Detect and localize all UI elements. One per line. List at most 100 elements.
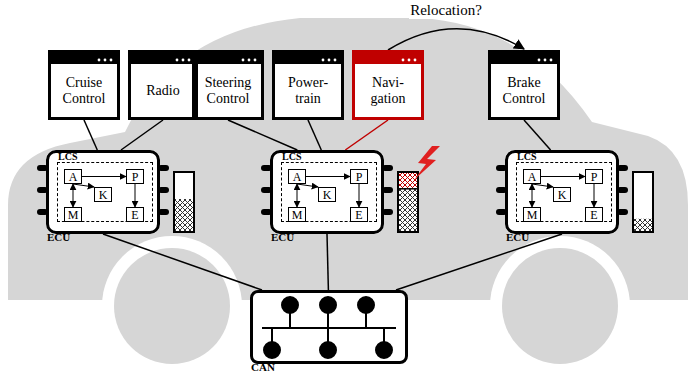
module-box: K [553,187,571,202]
box-ground [128,50,198,120]
wheel [114,248,230,364]
connection-line [121,120,163,150]
box-heading: LCS [517,152,536,162]
connection-line [396,234,562,290]
signal-arrow [359,184,360,207]
window-dots [51,56,117,67]
overload-bolt [414,146,440,180]
load-gauge [398,172,418,232]
window-titlebar [491,53,557,64]
wheel-gap [102,236,242,376]
window-body: Brake Control [491,64,557,117]
signal-arrow [82,176,126,177]
app-name: Navi-gation [360,75,416,106]
window-titlebar [275,53,341,64]
box-heading: ECU [271,231,294,243]
app-name: Radio [146,83,179,98]
box-ground [352,50,424,120]
signal-arrow [73,184,94,187]
app-window: Power-train [272,50,344,120]
window-titlebar [51,53,117,64]
module-label: E [355,209,362,221]
module-label: A [69,171,78,183]
signal-arrow [297,184,318,187]
box-heading: LCS [282,152,301,162]
signal-arrow [135,184,136,207]
app-window: Radio [128,50,198,120]
module-box: K [318,187,336,202]
gauge-frame [398,172,418,232]
module-box: E [585,207,603,222]
signal-arrow [594,184,595,207]
signal-arrow [532,184,533,207]
box-ground [46,150,160,234]
box-ground [488,50,560,120]
load-fill [174,199,194,232]
module-box: E [126,207,144,222]
window-dots [491,56,557,67]
load-fill [398,189,418,232]
app-name: Cruise Control [56,75,112,106]
app-name: Steering Control [200,75,256,106]
lcs-box: LCSAPKME [57,162,153,222]
app-window: Cruise Control [48,50,120,120]
module-box: M [64,207,82,222]
box-ground [505,150,619,234]
relocation-arrow [388,29,524,50]
signal-arrow [73,184,74,207]
window-titlebar [355,53,421,64]
window-dots [131,56,195,67]
connection-line [228,120,297,150]
module-label: E [590,209,597,221]
load-gauge [174,172,194,232]
signal-arrow [532,184,553,187]
connection-line [524,120,551,150]
window-dots [195,56,261,67]
module-box: M [523,207,541,222]
wheel-gap [490,236,630,376]
window-body: Power-train [275,64,341,117]
signal-arrow [541,176,585,177]
box-heading: ECU [506,231,529,243]
window-body: Navi-gation [355,64,421,117]
module-box: A [523,169,541,184]
load-fill [633,219,653,232]
module-box: P [126,169,144,184]
module-label: A [528,171,537,183]
ecu-box: ECULCSAPKME [46,150,160,234]
module-box: P [585,169,603,184]
can-box: CAN [250,290,408,364]
module-label: K [558,189,567,201]
box-heading: ECU [47,231,70,243]
module-label: A [293,171,302,183]
module-label: E [131,209,138,221]
gauge-frame [174,172,194,232]
box-ground [250,290,408,364]
ecu-box: ECULCSAPKME [505,150,619,234]
module-label: M [292,209,303,221]
module-label: M [68,209,79,221]
module-label: P [132,171,139,183]
module-box: A [288,169,306,184]
load-gauge [633,172,653,232]
app-name: Brake Control [496,75,552,106]
module-label: M [527,209,538,221]
box-ground [272,50,344,120]
lcs-box: LCSAPKME [516,162,612,222]
gauge-frame [633,172,653,232]
connection-line [345,120,388,150]
gauge-divider [398,188,418,190]
connection-line [84,120,97,150]
module-box: K [94,187,112,202]
ecu-box: ECULCSAPKME [270,150,384,234]
edge-label: Relocation? [409,2,483,19]
box-heading: LCS [58,152,77,162]
box-ground [270,150,384,234]
module-box: A [64,169,82,184]
window-body: Radio [131,64,195,117]
lcs-box: LCSAPKME [281,162,377,222]
app-window: Steering Control [192,50,264,120]
overload-fill [398,172,418,189]
module-box: E [350,207,368,222]
